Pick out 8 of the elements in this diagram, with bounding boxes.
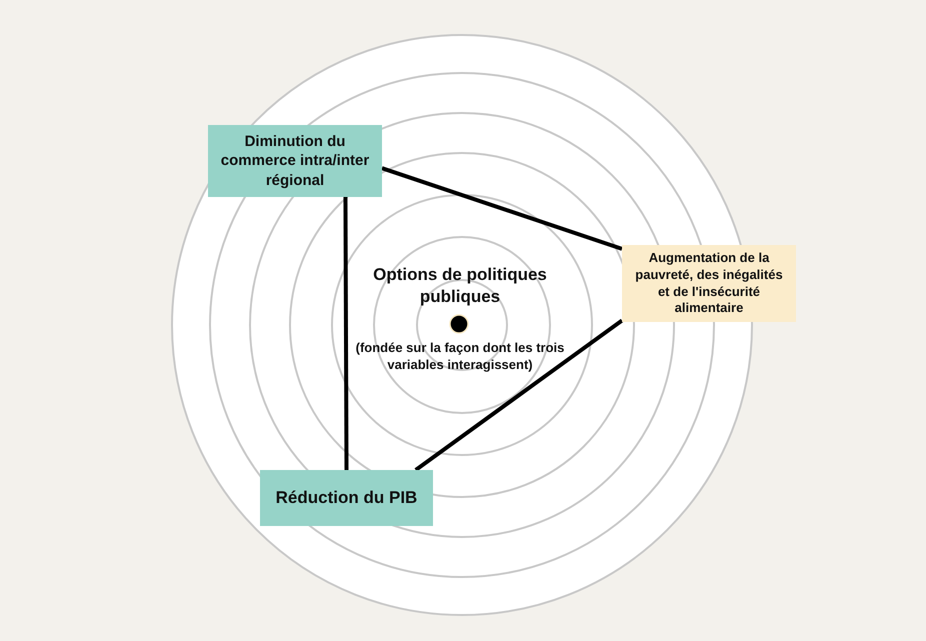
connector-line bbox=[343, 197, 348, 470]
process-box: Augmentation de la pauvreté, des inégalités et de l'insécurité alimentaire bbox=[622, 245, 796, 322]
connector-line bbox=[414, 318, 624, 472]
process-box: Diminution du commerce intra/inter régional bbox=[208, 125, 382, 197]
process-box: Réduction du PIB bbox=[260, 470, 433, 526]
connector-line bbox=[381, 166, 623, 251]
center-title: Options de politiques publiques bbox=[372, 264, 548, 308]
center-note: (fondée sur la façon dont les trois variables interagissent) bbox=[354, 340, 566, 374]
